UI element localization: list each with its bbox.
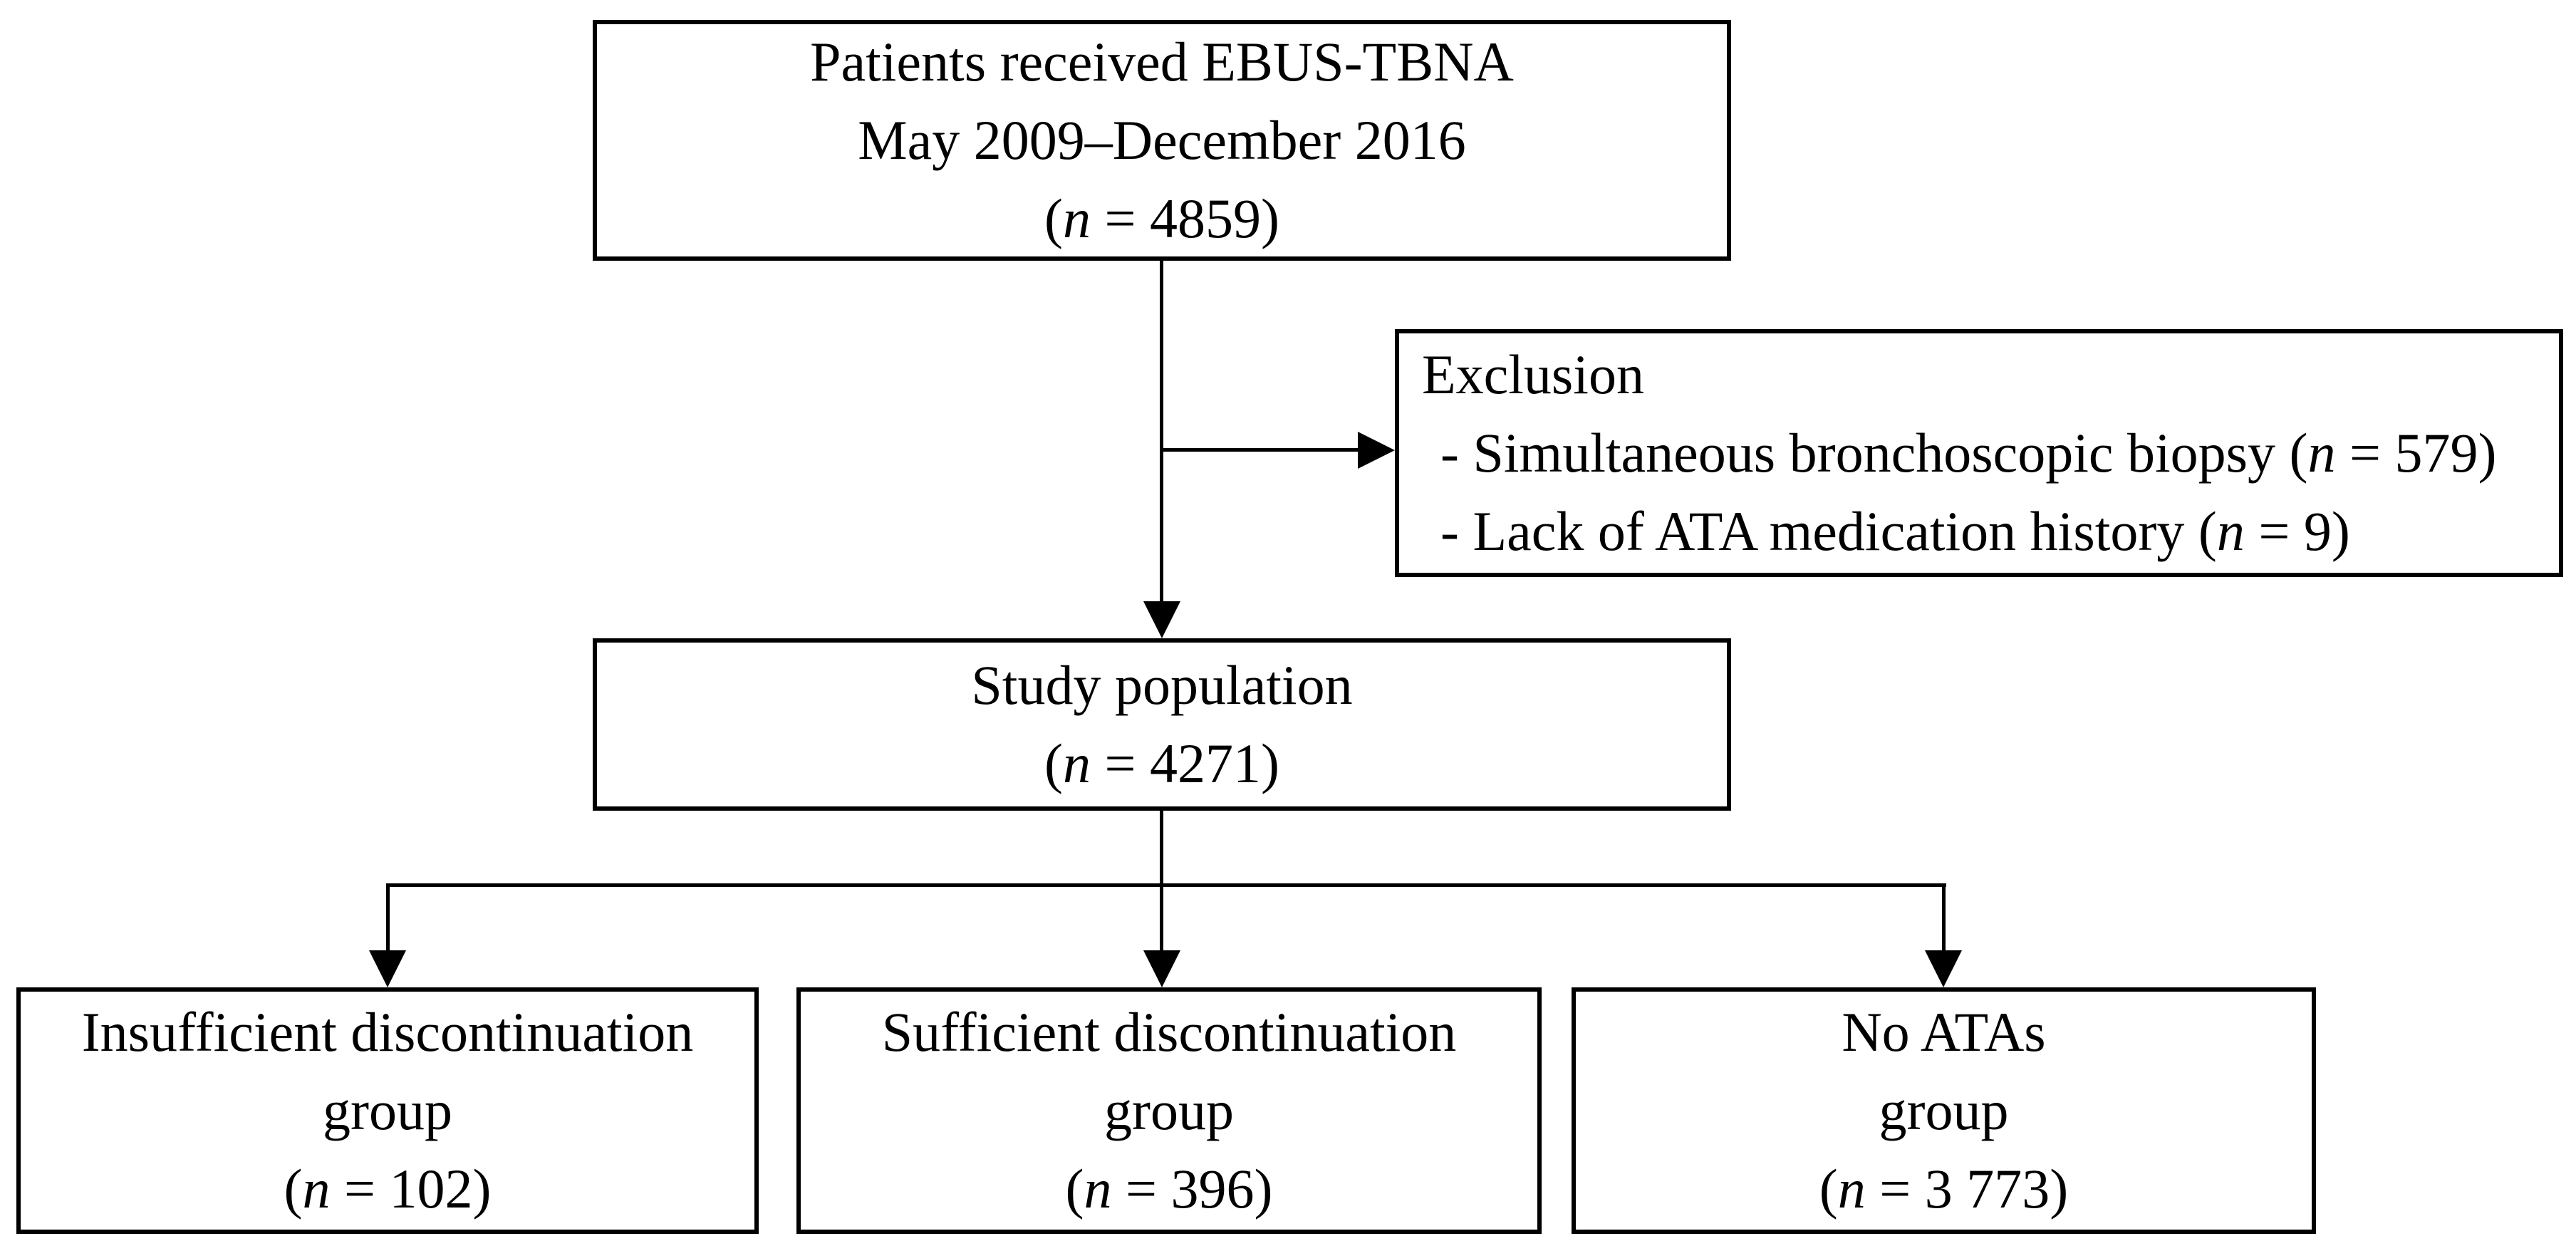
n-variable: n — [1084, 1158, 1112, 1220]
exclusion-title: Exclusion — [1422, 343, 1644, 405]
n-suffix: = 9) — [2244, 500, 2350, 562]
n-variable: n — [1063, 187, 1091, 249]
sample-size-line: (n = 4859) — [1044, 180, 1279, 258]
box-exclusion: Exclusion - Simultaneous bronchoscopic b… — [1395, 329, 2563, 577]
arrowhead-right-icon — [1358, 432, 1395, 469]
exclusion-item-text: - Lack of ATA medication history ( — [1440, 500, 2217, 562]
box-text-line: May 2009–December 2016 — [858, 109, 1466, 171]
n-variable: n — [1837, 1158, 1866, 1220]
box-text-line: No ATAs — [1842, 1001, 2046, 1063]
arrowhead-down-icon — [369, 950, 406, 987]
connector-drop-middle — [1160, 883, 1163, 952]
arrowhead-down-icon — [1143, 601, 1180, 638]
n-prefix: ( — [1065, 1158, 1084, 1220]
connector-drop-right — [1942, 883, 1946, 952]
sample-size-line: (n = 3 773) — [1819, 1150, 2068, 1228]
connector-drop-left — [386, 883, 390, 952]
exclusion-item: - Lack of ATA medication history (n = 9) — [1422, 492, 2350, 571]
box-text-line: Insufficient discontinuation — [81, 1001, 694, 1063]
box-text-line: Sufficient discontinuation — [881, 1001, 1457, 1063]
n-prefix: ( — [1819, 1158, 1838, 1220]
box-patients-ebus-tbna: Patients received EBUS-TBNA May 2009–Dec… — [593, 20, 1731, 261]
box-text-line: group — [1879, 1079, 2009, 1141]
box-text-line: group — [323, 1079, 452, 1141]
box-text-line: Patients received EBUS-TBNA — [810, 31, 1514, 93]
n-prefix: ( — [284, 1158, 303, 1220]
n-suffix: = 396) — [1111, 1158, 1273, 1220]
box-study-population: Study population (n = 4271) — [593, 638, 1731, 811]
exclusion-item: - Simultaneous bronchoscopic biopsy (n =… — [1422, 414, 2496, 492]
connector-study-to-split — [1160, 811, 1163, 886]
sample-size-line: (n = 102) — [284, 1150, 492, 1228]
arrowhead-down-icon — [1143, 950, 1180, 987]
n-variable: n — [1063, 732, 1091, 794]
arrowhead-down-icon — [1925, 950, 1962, 987]
n-suffix: = 3 773) — [1865, 1158, 2069, 1220]
connector-branch-to-exclusion — [1160, 448, 1362, 452]
exclusion-item-text: - Simultaneous bronchoscopic biopsy ( — [1440, 422, 2308, 484]
n-suffix: = 4859) — [1091, 187, 1279, 249]
box-sufficient-discontinuation-group: Sufficient discontinuation group (n = 39… — [796, 987, 1542, 1234]
box-no-atas-group: No ATAs group (n = 3 773) — [1572, 987, 2316, 1234]
n-variable: n — [2307, 422, 2336, 484]
n-variable: n — [302, 1158, 331, 1220]
n-suffix: = 4271) — [1091, 732, 1279, 794]
box-insufficient-discontinuation-group: Insufficient discontinuation group (n = … — [16, 987, 759, 1234]
box-text-line: group — [1104, 1079, 1234, 1141]
n-variable: n — [2216, 500, 2245, 562]
sample-size-line: (n = 396) — [1066, 1150, 1273, 1228]
n-prefix: ( — [1044, 732, 1063, 794]
box-text-line: Study population — [971, 654, 1353, 716]
sample-size-line: (n = 4271) — [1044, 725, 1279, 803]
connector-split-horizontal — [386, 883, 1946, 887]
connector-top-to-study — [1160, 261, 1163, 601]
n-suffix: = 579) — [2335, 422, 2497, 484]
n-prefix: ( — [1044, 187, 1063, 249]
n-suffix: = 102) — [330, 1158, 492, 1220]
